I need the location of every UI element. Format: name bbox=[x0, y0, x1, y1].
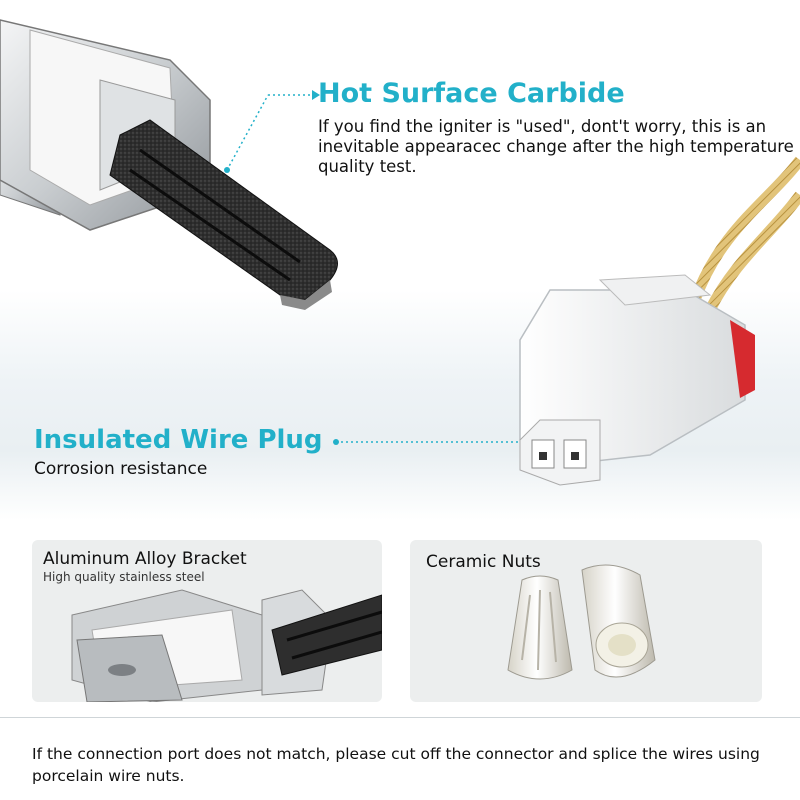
plug-title: Insulated Wire Plug bbox=[34, 425, 323, 455]
wire-plug-illustration bbox=[519, 156, 800, 486]
plug-description: Corrosion resistance bbox=[34, 459, 208, 479]
carbide-title: Hot Surface Carbide bbox=[318, 78, 625, 109]
nuts-panel: Ceramic Nuts bbox=[410, 540, 762, 702]
divider bbox=[0, 717, 800, 718]
plug-callout-line bbox=[333, 439, 520, 445]
bracket-title: Aluminum Alloy Bracket bbox=[43, 549, 247, 569]
carbide-description: If you find the igniter is "used", dont'… bbox=[318, 117, 794, 176]
bracket-illustration bbox=[71, 589, 382, 702]
bracket-panel: Aluminum Alloy Bracket High quality stai… bbox=[32, 540, 382, 702]
nuts-title: Ceramic Nuts bbox=[426, 552, 541, 572]
footer-note: If the connection port does not match, p… bbox=[32, 745, 760, 785]
ceramic-nuts-illustration bbox=[507, 564, 656, 680]
igniter-illustration bbox=[0, 19, 338, 310]
bracket-subtitle: High quality stainless steel bbox=[43, 570, 205, 584]
